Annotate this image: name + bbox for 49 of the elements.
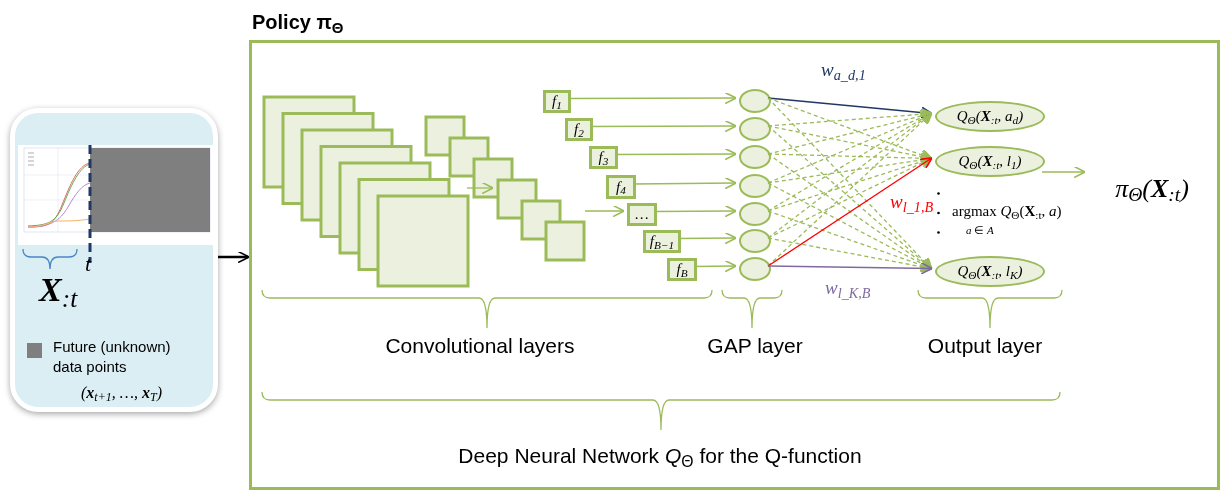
feature-label: … xyxy=(635,207,649,222)
gap-neuron xyxy=(739,257,771,281)
q-value-label: Q$_{Θ}$(X$_{:t}$, l$_{1}$) xyxy=(958,154,1022,169)
dashed-arrow xyxy=(767,97,933,162)
layer-label: Output layer xyxy=(926,333,1044,359)
gap-neuron xyxy=(739,89,771,113)
q-value-label: Q$_{Θ}$(X$_{:t}$, l$_{K}$) xyxy=(957,264,1023,279)
dashed-arrow xyxy=(767,112,933,239)
dashed-arrow xyxy=(767,107,933,127)
arrow xyxy=(218,250,250,264)
feature-label: f$_{B−1}$ xyxy=(649,234,675,249)
legend-text: Future (unknown) data points xyxy=(53,337,172,377)
gap-neuron xyxy=(739,117,771,141)
feature-map-stack xyxy=(424,115,588,263)
arrow xyxy=(1041,165,1086,179)
feature-box xyxy=(643,230,681,253)
feature-box xyxy=(565,118,593,141)
gap-neuron xyxy=(739,202,771,226)
feature-box xyxy=(606,175,636,199)
feature-box xyxy=(543,90,571,113)
formula-text: argmax Q$_{Θ}$(X$_{:t}$, a) xyxy=(952,202,1063,223)
layer-label: GAP layer xyxy=(706,333,804,359)
arrow xyxy=(584,204,625,218)
feature-map-stack xyxy=(262,95,470,291)
feature-label: f$_{3}$ xyxy=(598,150,609,165)
gap-neuron xyxy=(739,229,771,253)
feature-label: f$_{B}$ xyxy=(676,262,688,277)
policy-heading: Policy π$_{Θ}$ xyxy=(252,10,344,37)
caption-text: Deep Neural Network Q$_{Θ}$ for the Q-function xyxy=(457,443,863,472)
feature-box xyxy=(627,203,657,226)
dashed-arrow xyxy=(767,237,933,273)
feature-label: f$_{4}$ xyxy=(616,179,626,195)
time-marker-label: t xyxy=(85,250,92,278)
arrow xyxy=(767,262,933,275)
gap-neuron xyxy=(739,145,771,169)
feature-label: f$_{1}$ xyxy=(552,94,562,109)
future-points-label: (x$_{t+1}$, …, x$_{T}$) xyxy=(81,383,162,405)
feature-box xyxy=(667,258,697,281)
dashed-arrow xyxy=(767,210,933,272)
feature-box xyxy=(589,146,618,169)
input-series-label: X$_{:t}$ xyxy=(39,273,78,307)
gap-neuron xyxy=(739,174,771,198)
policy-output-text: π$_{Θ}$(X$_{:t}$) xyxy=(1088,169,1216,207)
formula-subscript: a ∈ A xyxy=(966,223,995,238)
layer-label: Convolutional layers xyxy=(384,333,576,359)
dashed-arrow xyxy=(767,125,933,163)
q-value-label: Q$_{Θ}$(X$_{:t}$, a$_{d}$) xyxy=(956,109,1024,124)
feature-label: f$_{2}$ xyxy=(574,122,584,137)
arrow xyxy=(466,181,494,195)
